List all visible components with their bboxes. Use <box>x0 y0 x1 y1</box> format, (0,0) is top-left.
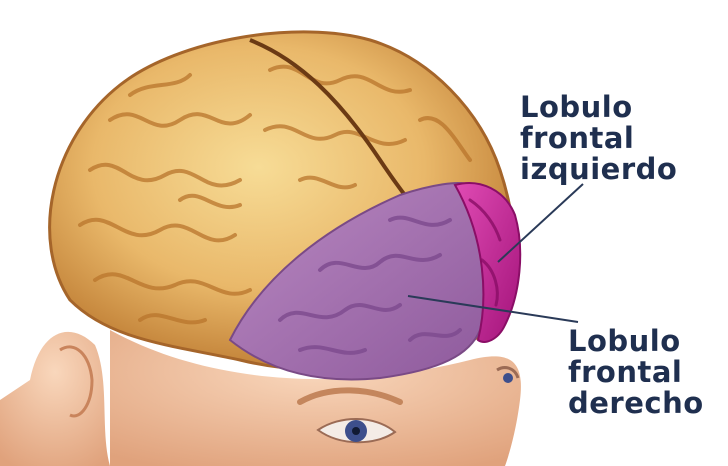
label-line: frontal <box>568 357 704 388</box>
label-line: Lobulo <box>568 326 704 357</box>
label-right-frontal-lobe: Lobulo frontal derecho <box>568 326 704 419</box>
label-line: frontal <box>520 123 677 154</box>
label-line: Lobulo <box>520 92 677 123</box>
label-line: derecho <box>568 388 704 419</box>
label-left-frontal-lobe: Lobulo frontal izquierdo <box>520 92 677 185</box>
label-line: izquierdo <box>520 154 677 185</box>
